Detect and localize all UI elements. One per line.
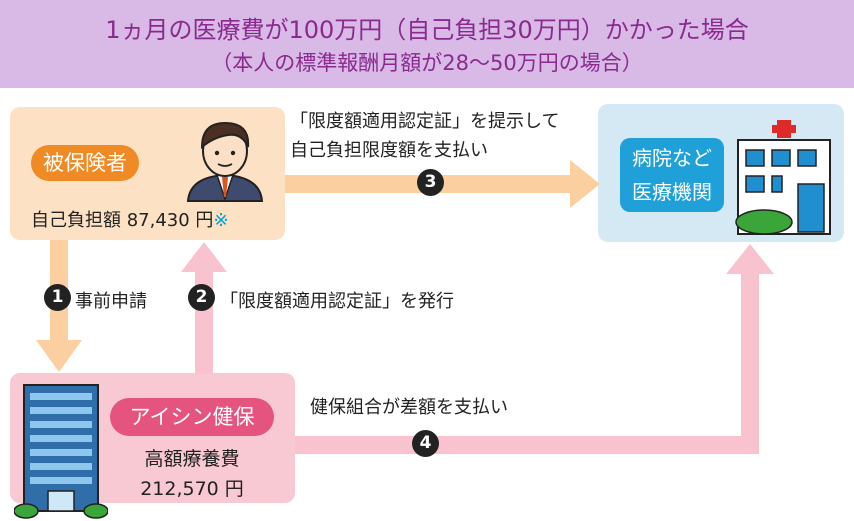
hospital-label: 病院など 医療機関	[620, 138, 724, 212]
step2-text: 「限度額適用認定証」を発行	[220, 291, 454, 312]
hospital-label-line1: 病院など	[632, 146, 712, 170]
office-building-icon	[14, 384, 108, 519]
copay-amount: 自己負担額 87,430 円※	[31, 210, 229, 231]
step4-text: 健保組合が差額を支払い	[310, 397, 508, 418]
benefit-label: 高額療養費	[144, 448, 240, 470]
benefit-amount: 212,570 円	[140, 478, 244, 500]
page-subtitle: （本人の標準報酬月額が28〜50万円の場合）	[211, 51, 643, 75]
arrow-step4	[295, 244, 774, 454]
step3-number: 3	[417, 169, 444, 196]
hospital-building-icon	[735, 120, 831, 235]
person-icon	[186, 121, 264, 202]
insured-label: 被保険者	[31, 145, 139, 181]
hospital-label-line2: 医療機関	[632, 180, 712, 204]
step1-text: 事前申請	[75, 291, 147, 312]
title-banner	[0, 0, 854, 88]
step3-text-line1: 「限度額適用認定証」を提示して	[290, 111, 560, 132]
note-mark: ※	[213, 210, 229, 231]
step1-number: 1	[44, 284, 71, 311]
page-title: 1ヵ月の医療費が100万円（自己負担30万円）かかった場合	[105, 16, 749, 44]
step3-text-line2: 自己負担限度額を支払い	[290, 140, 488, 161]
aisin-label: アイシン健保	[110, 398, 274, 436]
step2-number: 2	[188, 284, 215, 311]
step4-number: 4	[412, 430, 439, 457]
